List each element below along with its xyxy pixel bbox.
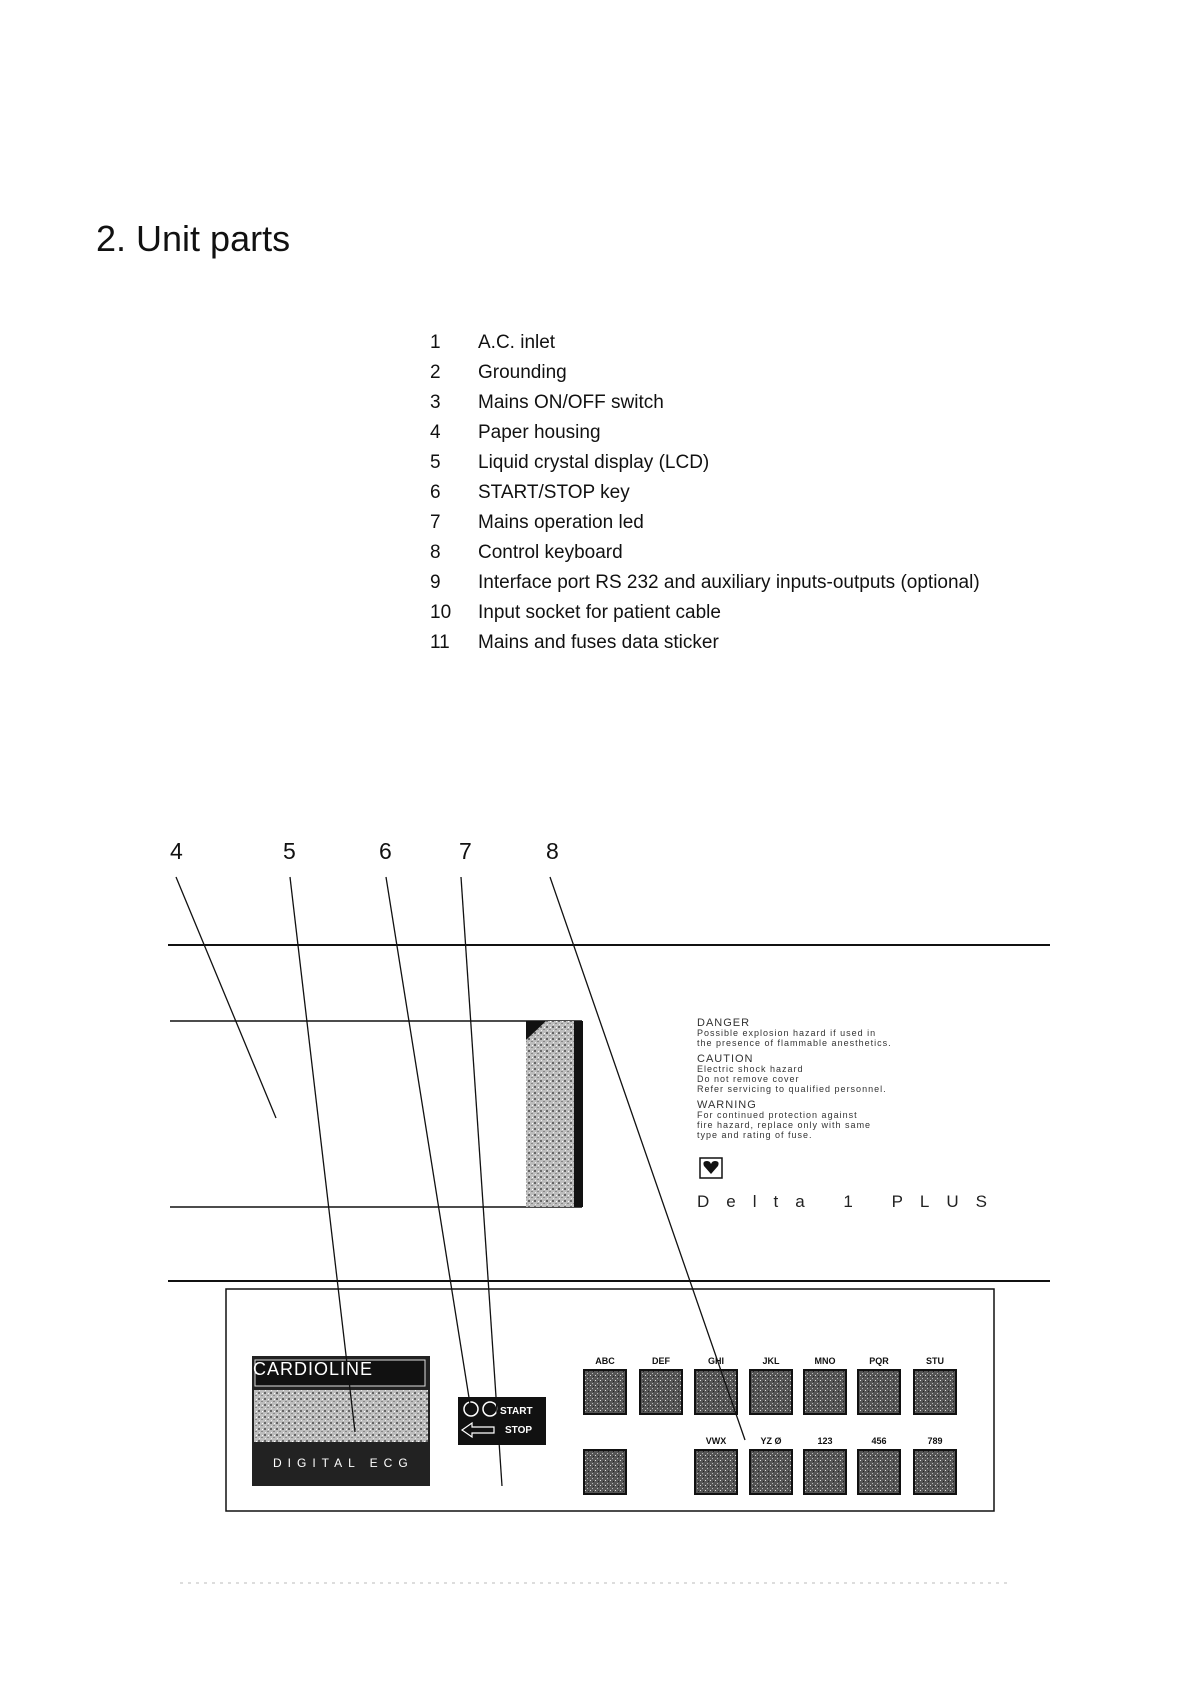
key-label: GHI xyxy=(707,1356,724,1366)
key-bottom-0 xyxy=(583,1449,627,1495)
caution-heading: CAUTION xyxy=(697,1053,754,1065)
warning-text-2: fire hazard, replace only with same xyxy=(697,1120,872,1130)
model-name: Delta 1 PLUS xyxy=(697,1192,1004,1211)
device-diagram xyxy=(168,876,1050,1584)
key-label: ABC xyxy=(595,1356,615,1366)
warning-heading: WARNING xyxy=(697,1099,757,1111)
key-top-5 xyxy=(803,1369,847,1415)
list-item: 7 Mains operation led xyxy=(430,508,980,538)
part-label: Paper housing xyxy=(478,422,601,443)
list-item: 10 Input socket for patient cable xyxy=(430,598,980,628)
leader-line-6 xyxy=(385,876,471,1405)
key-bottom-2 xyxy=(749,1449,793,1495)
danger-text-2: the presence of flammable anesthetics. xyxy=(697,1038,892,1048)
key-label: 456 xyxy=(871,1436,887,1446)
key-top-6 xyxy=(857,1369,901,1415)
start-stop-key xyxy=(458,1397,546,1445)
stop-arrow-icon xyxy=(460,1421,495,1439)
control-panel-frame xyxy=(225,1288,995,1512)
stop-label: STOP xyxy=(505,1425,533,1436)
caution-text-2: Do not remove cover xyxy=(697,1074,800,1084)
key-bottom-5 xyxy=(913,1449,957,1495)
callout-4: 4 xyxy=(170,838,183,864)
part-label: Grounding xyxy=(478,362,567,383)
leader-line-7 xyxy=(460,876,503,1487)
danger-heading: DANGER xyxy=(697,1017,751,1029)
part-number: 11 xyxy=(430,632,450,653)
danger-text-1: Possible explosion hazard if used in xyxy=(697,1028,877,1038)
key-label: PQR xyxy=(869,1356,889,1366)
paper-door-edge xyxy=(574,1021,583,1207)
key-label: 789 xyxy=(927,1436,943,1446)
lcd-brand-strip xyxy=(254,1359,426,1387)
part-label: Control keyboard xyxy=(478,542,623,563)
part-label: A.C. inlet xyxy=(478,332,556,353)
lcd-brand: CARDIOLINE xyxy=(253,1359,374,1379)
list-item: 9 Interface port RS 232 and auxiliary inp… xyxy=(430,568,980,598)
part-number: 6 xyxy=(430,482,441,503)
leader-line-4 xyxy=(175,876,277,1119)
list-item: 6 START/STOP key xyxy=(430,478,980,508)
key-top-2 xyxy=(639,1369,683,1415)
paper-door-texture xyxy=(526,1021,574,1207)
list-item: 2 Grounding xyxy=(430,358,980,388)
mains-led xyxy=(463,1401,479,1417)
list-item: 11 Mains and fuses data sticker xyxy=(430,628,980,658)
warning-text-3: type and rating of fuse. xyxy=(697,1130,813,1140)
part-number: 3 xyxy=(430,392,441,413)
key-top-1 xyxy=(583,1369,627,1415)
part-number: 7 xyxy=(430,512,441,533)
list-item: 5 Liquid crystal display (LCD) xyxy=(430,448,980,478)
key-bottom-3 xyxy=(803,1449,847,1495)
part-label: Mains ON/OFF switch xyxy=(478,392,664,413)
warning-label: DANGER Possible explosion hazard if used… xyxy=(697,1017,892,1141)
paper-door-corner xyxy=(526,1021,546,1040)
lcd-subtitle: DIGITAL ECG xyxy=(273,1456,414,1470)
list-item: 1 A.C. inlet xyxy=(430,328,980,358)
key-label: VWX xyxy=(705,1436,727,1446)
leader-line-8 xyxy=(549,876,746,1441)
part-number: 9 xyxy=(430,572,441,593)
callout-8: 8 xyxy=(546,838,559,864)
part-label: Liquid crystal display (LCD) xyxy=(478,452,710,473)
key-label: 123 xyxy=(817,1436,833,1446)
callout-7: 7 xyxy=(459,838,472,864)
callout-6: 6 xyxy=(379,838,392,864)
heart-icon xyxy=(703,1161,719,1174)
part-label: Mains operation led xyxy=(478,512,644,533)
part-number: 5 xyxy=(430,452,441,473)
start-label: START xyxy=(500,1406,533,1417)
key-label: MNO xyxy=(814,1356,836,1366)
part-number: 1 xyxy=(430,332,441,353)
callout-5: 5 xyxy=(283,838,296,864)
part-label: START/STOP key xyxy=(478,482,630,503)
list-item: 3 Mains ON/OFF switch xyxy=(430,388,980,418)
key-top-4 xyxy=(749,1369,793,1415)
key-bottom-1 xyxy=(694,1449,738,1495)
warning-text-1: For continued protection against xyxy=(697,1110,858,1120)
part-number: 10 xyxy=(430,602,452,623)
page-title: 2. Unit parts xyxy=(96,218,291,259)
key-label: YZ Ø xyxy=(760,1436,782,1446)
key-label: DEF xyxy=(652,1356,670,1366)
part-label: Mains and fuses data sticker xyxy=(478,632,719,653)
list-item: 8 Control keyboard xyxy=(430,538,980,568)
list-item: 4 Paper housing xyxy=(430,418,980,448)
key-top-3 xyxy=(694,1369,738,1415)
part-number: 2 xyxy=(430,362,441,383)
part-number: 8 xyxy=(430,542,441,563)
key-bottom-4 xyxy=(857,1449,901,1495)
heart-symbol-frame xyxy=(699,1157,723,1179)
lcd-screen xyxy=(254,1390,428,1442)
part-number: 4 xyxy=(430,422,441,443)
key-label: JKL xyxy=(762,1356,780,1366)
key-top-7 xyxy=(913,1369,957,1415)
caution-text-3: Refer servicing to qualified personnel. xyxy=(697,1084,887,1094)
key-label: STU xyxy=(926,1356,944,1366)
part-label: Input socket for patient cable xyxy=(478,602,721,623)
parts-list: 1 A.C. inlet 2 Grounding 3 Mains ON/OFF swi… xyxy=(430,328,980,658)
caution-text-1: Electric shock hazard xyxy=(697,1064,804,1074)
leader-line-5 xyxy=(289,876,356,1433)
part-label: Interface port RS 232 and auxiliary inpu… xyxy=(478,572,980,593)
